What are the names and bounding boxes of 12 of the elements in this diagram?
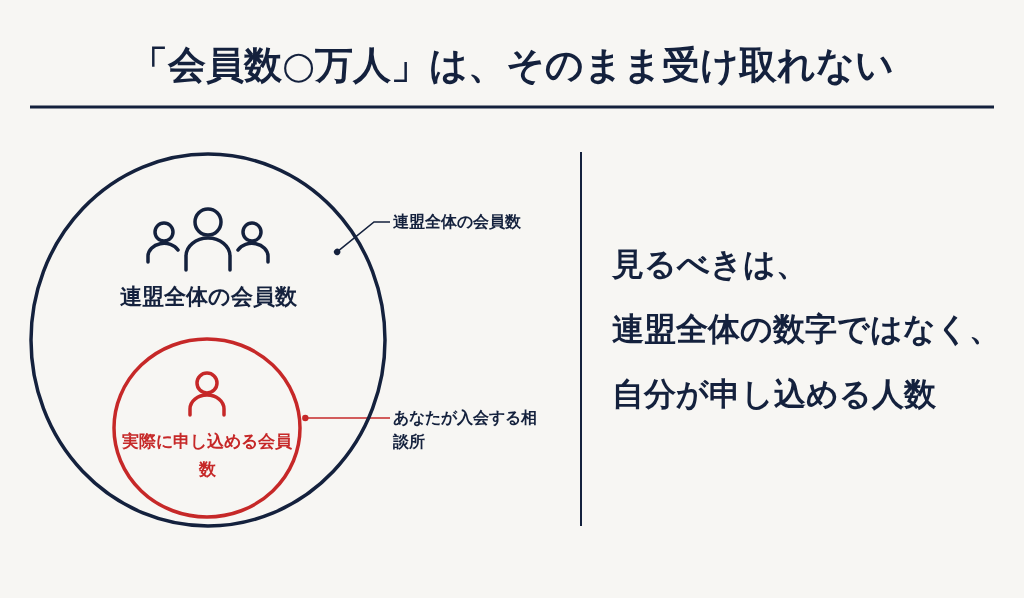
leader-line <box>302 414 391 422</box>
callout-text: あなたが入会する相談所 <box>393 407 538 453</box>
statement-text: 自分が申し込める人数 <box>612 375 936 414</box>
statement-text: 見るべきは、 <box>612 245 808 284</box>
circle-node <box>29 152 387 528</box>
leader-line <box>333 221 391 256</box>
circle-label: 連盟全体の会員数 <box>118 283 298 311</box>
callout-text: 連盟全体の会員数 <box>393 211 522 233</box>
title: 「会員数○万人」は、そのまま受け取れない <box>128 42 896 89</box>
circle-node <box>112 337 302 519</box>
statement-text: 連盟全体の数字ではなく、 <box>612 310 1001 349</box>
circle-label: 実際に申し込める会員数 <box>121 430 293 481</box>
